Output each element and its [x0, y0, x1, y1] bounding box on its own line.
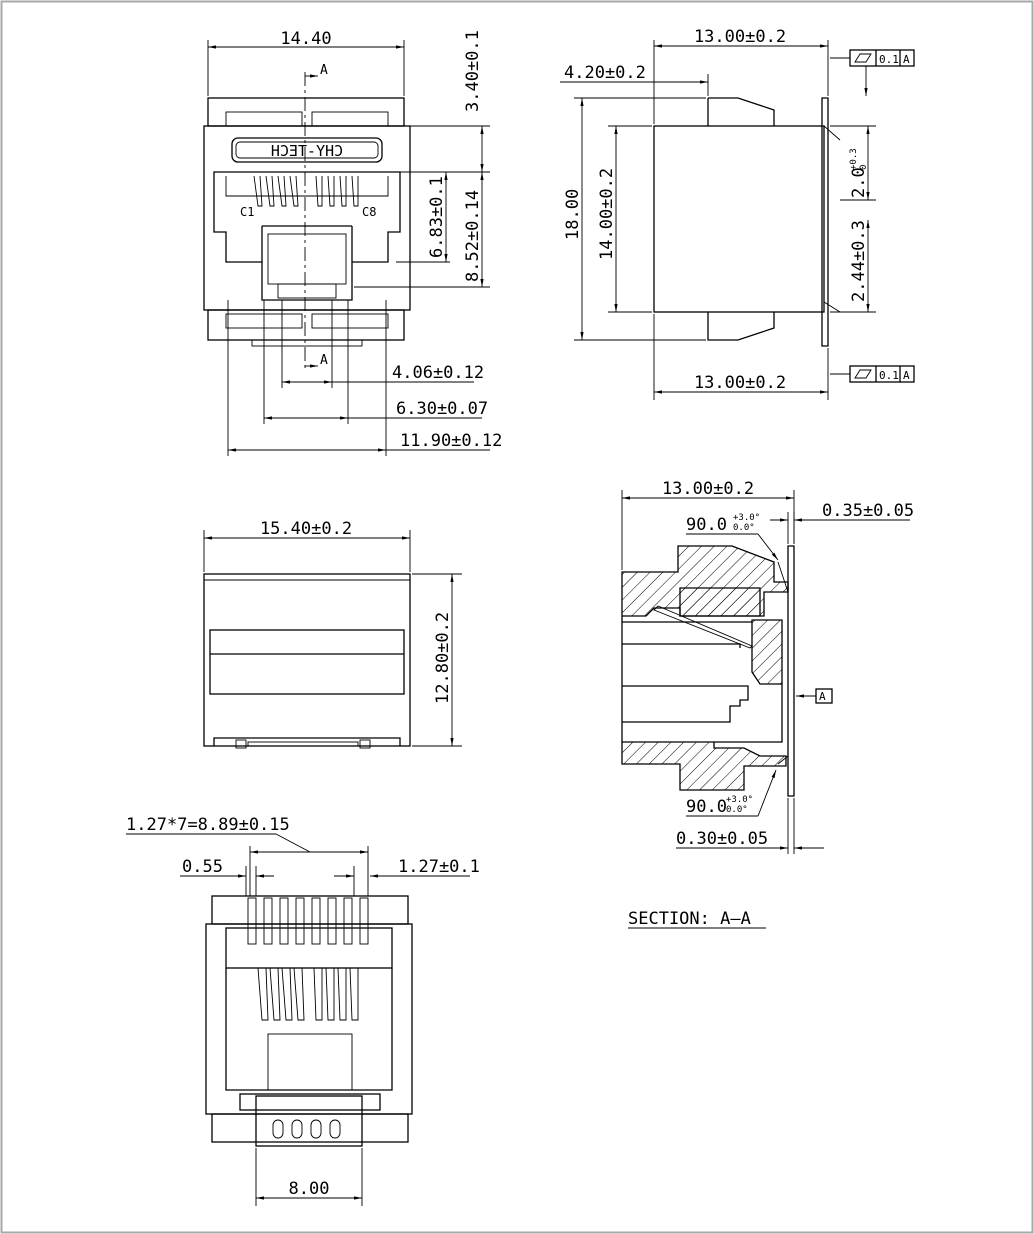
dim-tab-clearance: 2.0	[849, 167, 869, 198]
angle-upper: 90.0	[686, 515, 727, 535]
top-view: 15.40±0.2 12.80±0.2	[203, 519, 462, 749]
dim-plug-slot-width: 4.06±0.12	[392, 363, 484, 383]
dim-section-depth: 13.00±0.2	[662, 479, 754, 499]
section-title: SECTION: A—A	[628, 909, 751, 929]
dim-side-body-height: 14.00±0.2	[597, 168, 617, 260]
front-view: CHY-TECH C1 C8 A A 14.40	[203, 29, 502, 456]
dim-bottom-gap: 2.44±0.3	[849, 220, 869, 302]
datum-section: A	[819, 690, 826, 703]
dim-pitch: 1.27*7=8.89±0.15	[126, 815, 290, 835]
side-view: 13.00±0.2 4.20±0.2 18.00 14.00±0.2 2.0 +…	[560, 27, 915, 400]
dim-pin-pitch: 1.27±0.1	[398, 857, 480, 877]
dim-front-width: 14.40	[280, 29, 331, 49]
section-mark-bottom: A	[320, 353, 328, 368]
logo-text: CHY-TECH	[271, 142, 343, 160]
angle-lower: 90.0	[686, 797, 727, 817]
dim-plate-thickness: 0.30±0.05	[676, 829, 768, 849]
dim-top-height: 12.80±0.2	[433, 612, 453, 704]
angle-upper-minus: 0.0°	[733, 523, 755, 533]
dim-side-depth-top: 13.00±0.2	[694, 27, 786, 47]
dim-wall-thickness: 0.35±0.05	[822, 501, 914, 521]
bottom-view: 1.27*7=8.89±0.15 0.55 1.27±0.1 8.00	[126, 815, 480, 1206]
section-view: 13.00±0.2 0.35±0.05 90.0 +3.0° 0.0° 90.0…	[621, 479, 914, 929]
dim-opening-width: 11.90±0.12	[400, 431, 502, 451]
angle-upper-plus: +3.0°	[733, 513, 760, 523]
datum-top: A	[903, 53, 910, 66]
dim-contact-height: 6.83±0.1	[427, 176, 447, 258]
section-mark-top: A	[320, 63, 328, 78]
pin-label-c1: C1	[240, 205, 254, 219]
dim-top-tab-height: 3.40±0.1	[463, 30, 483, 112]
dim-pin-width: 0.55	[182, 857, 223, 877]
flatness-tol-bottom: 0.1	[879, 369, 899, 382]
dim-tab-clearance-plus: +0.3	[849, 148, 859, 170]
dim-side-total-height: 18.00	[563, 189, 583, 240]
flatness-tol-top: 0.1	[879, 53, 899, 66]
angle-lower-plus: +3.0°	[726, 795, 753, 805]
dim-top-width: 15.40±0.2	[260, 519, 352, 539]
dim-opening-height: 8.52±0.14	[463, 190, 483, 282]
angle-lower-minus: 0.0°	[726, 805, 748, 815]
dim-plug-width: 6.30±0.07	[396, 399, 488, 419]
pin-label-c8: C8	[362, 205, 376, 219]
dim-tab-clearance-minus: 0	[859, 165, 869, 170]
dim-side-depth-bottom: 13.00±0.2	[694, 373, 786, 393]
dim-peg-span: 8.00	[289, 1179, 330, 1199]
datum-bottom: A	[903, 369, 910, 382]
dim-tab-offset: 4.20±0.2	[564, 63, 646, 83]
